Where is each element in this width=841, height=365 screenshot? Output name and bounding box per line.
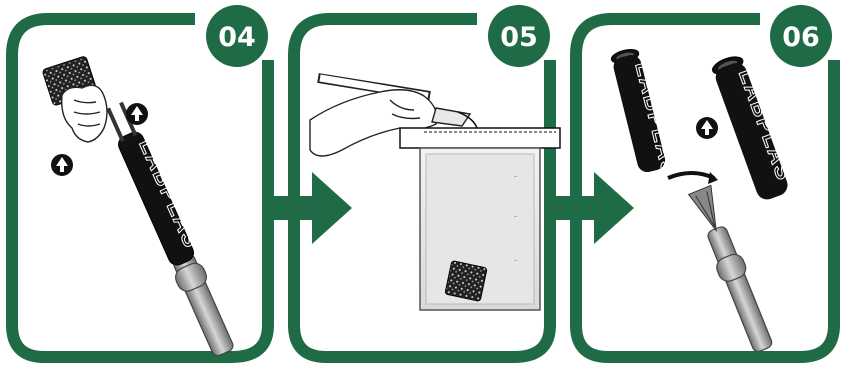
up-arrow-icon	[696, 117, 718, 139]
bag-marking: —	[514, 258, 518, 264]
step-06-number: 06	[782, 22, 820, 53]
swab-stick-04: LABPLAS	[106, 101, 234, 357]
step-05-number: 05	[500, 22, 538, 53]
step-06-badge	[770, 5, 832, 67]
hand-icon	[61, 84, 108, 143]
handle-left-06: LABPLAS	[610, 49, 684, 180]
step-04-number: 04	[218, 22, 256, 53]
bag-marking: —	[514, 174, 518, 180]
gloved-hand	[309, 73, 472, 157]
handle-right-06: LABPLAS	[711, 56, 798, 200]
rotate-icon	[667, 171, 718, 184]
right-arrow-icon	[550, 172, 634, 244]
step-04-frame	[6, 13, 274, 363]
step-05-frame	[288, 13, 556, 363]
step-04-panel: 04 LABPLAS	[6, 5, 274, 363]
swab-stick-06	[687, 184, 773, 352]
up-arrow-icon	[126, 103, 148, 125]
right-arrow-icon	[268, 172, 352, 244]
step-06-panel: 06 LABPLAS LABPLAS	[570, 5, 840, 363]
up-arrow-icon	[51, 154, 73, 176]
sample-bag: — — —	[399, 127, 561, 311]
step-05-badge	[488, 5, 550, 67]
step-04-badge	[206, 5, 268, 67]
step-06-frame	[570, 13, 840, 363]
bag-marking: —	[514, 214, 518, 220]
step-05-panel: 05 — — —	[288, 5, 561, 363]
